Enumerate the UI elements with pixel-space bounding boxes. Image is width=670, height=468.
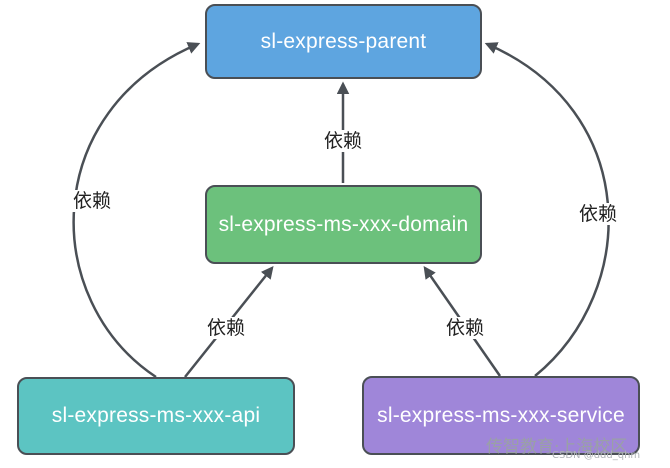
edge-label-service-domain: 依赖 (444, 317, 487, 339)
node-label: sl-express-ms-xxx-service (377, 403, 625, 427)
edge-label-service-parent: 依赖 (577, 203, 620, 225)
edge-label-api-parent: 依赖 (71, 190, 114, 212)
node-sl-express-ms-xxx-domain: sl-express-ms-xxx-domain (205, 185, 482, 264)
node-label: sl-express-ms-xxx-api (51, 404, 261, 427)
edge-label-api-domain: 依赖 (205, 317, 248, 339)
node-label: sl-express-parent (260, 29, 427, 53)
node-sl-express-ms-xxx-service: sl-express-ms-xxx-service (362, 376, 640, 455)
watermark-brand: 传智教育·上海校区 (486, 437, 628, 457)
node-sl-express-ms-xxx-api: sl-express-ms-xxx-api (17, 377, 295, 455)
edge-label-domain-parent: 依赖 (322, 130, 365, 152)
node-label: sl-express-ms-xxx-domain (218, 212, 469, 236)
edge-service-to-parent (484, 42, 610, 377)
node-sl-express-parent: sl-express-parent (205, 4, 482, 79)
watermark-csdn: CSDN @ddd_qhm (552, 450, 641, 461)
